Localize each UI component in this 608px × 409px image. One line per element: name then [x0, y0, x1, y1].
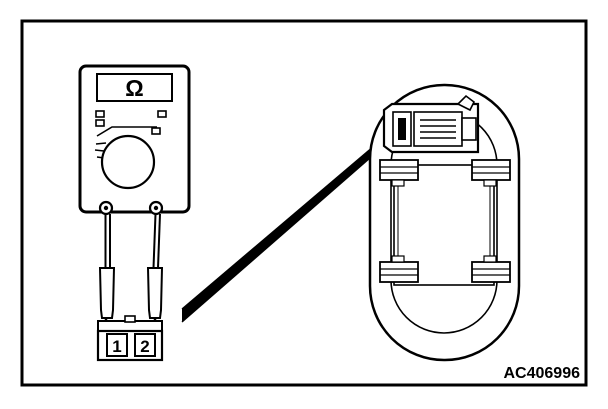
clip-upper-right [471, 159, 511, 187]
pin-label-1: 1 [112, 337, 121, 356]
multimeter: Ω [78, 64, 191, 216]
probe-right [146, 267, 164, 319]
component-connector [382, 94, 480, 154]
probe-left [98, 267, 116, 319]
meter-button-icon [157, 110, 167, 118]
connector-pin-cell [106, 333, 128, 357]
range-tick [95, 142, 107, 145]
pin-label-2: 2 [140, 337, 149, 356]
figure-frame [20, 19, 588, 387]
range-arc [96, 126, 157, 137]
multimeter-display [96, 73, 173, 102]
callout-edge [181, 150, 379, 323]
connector-pin-cell [134, 333, 156, 357]
callout-edge [181, 145, 375, 310]
callout-pointer [182, 146, 378, 322]
lead-wire-right [152, 213, 157, 269]
harness-connector: 1 2 [96, 315, 164, 362]
test-leads [98, 213, 164, 330]
clip-lower-left [379, 255, 419, 283]
clip-lower-right [471, 255, 511, 283]
meter-button-icon [151, 127, 161, 135]
jack-center [153, 205, 159, 211]
clip-upper-left [379, 159, 419, 187]
lead-wire-right [157, 213, 161, 269]
meter-button-icon [95, 110, 105, 118]
connector-lock-tab [124, 315, 136, 323]
jack-center [103, 205, 109, 211]
range-tick [94, 149, 105, 152]
meter-button-icon [95, 119, 105, 127]
ohm-symbol: Ω [125, 75, 143, 101]
component-housing [368, 83, 521, 362]
figure-code: AC406996 [504, 365, 581, 382]
selector-dial [100, 134, 156, 190]
